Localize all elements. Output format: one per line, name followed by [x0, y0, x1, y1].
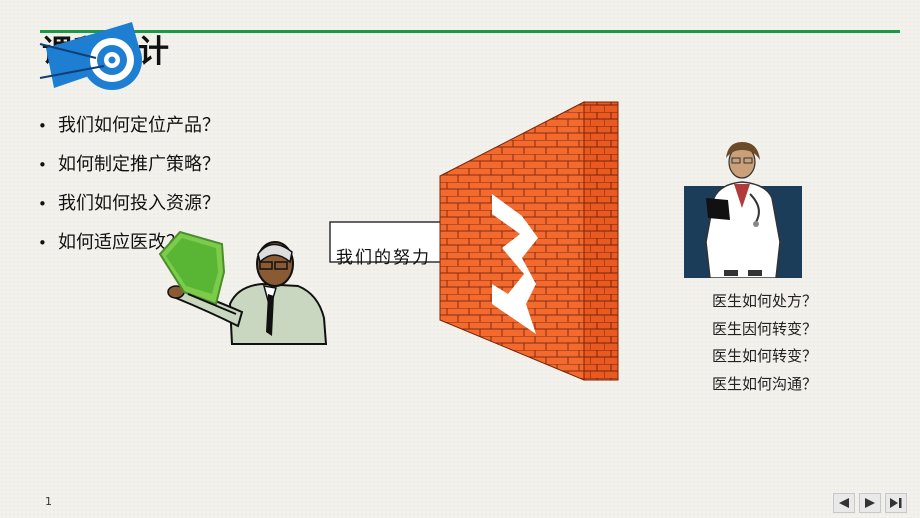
play-button[interactable] [859, 493, 881, 513]
question-item: 医生因何转变？ [712, 319, 818, 338]
brick-wall-icon [439, 101, 619, 381]
bullet-item: •我们如何投入资源？ [38, 193, 220, 214]
question-item: 医生如何沟通？ [712, 374, 818, 393]
teacher-clipart-icon [158, 230, 328, 345]
question-item: 医生如何转变？ [712, 347, 818, 365]
play-icon [865, 498, 875, 508]
doctor-question-list: 医生如何处方？ 医生因何转变？ 医生如何转变？ 医生如何沟通？ [712, 288, 817, 398]
doctor-clipart-icon [684, 142, 802, 278]
next-slide-button[interactable] [885, 493, 907, 513]
bullet-item: •我们如何定位产品？ [38, 115, 220, 136]
bullet-item: •如何适应医改？ [38, 232, 184, 253]
prev-slide-icon [839, 498, 849, 508]
target-logo-icon [39, 22, 142, 90]
question-item: 医生如何处方？ [712, 292, 818, 310]
next-slide-icon [890, 498, 902, 508]
bullet-list: •我们如何定位产品？ •如何制定推广策略？ •我们如何投入资源？ •如何适应医改… [38, 112, 220, 268]
title-underline [40, 30, 900, 33]
page-number: 1 [45, 495, 52, 508]
arrow-label: 我们的努力 [336, 248, 431, 268]
prev-slide-button[interactable] [833, 493, 855, 513]
bullet-item: •如何制定推广策略？ [38, 154, 220, 175]
